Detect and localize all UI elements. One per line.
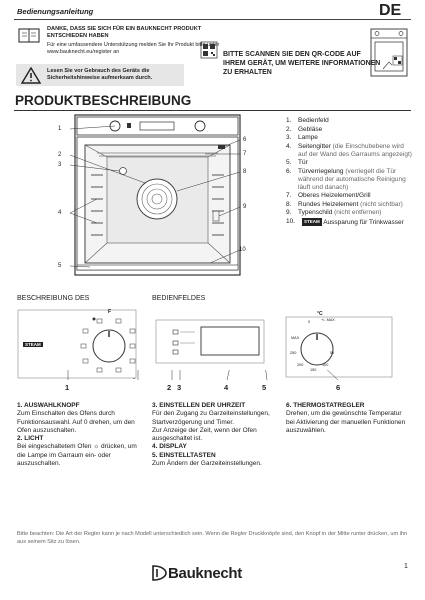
list-item: 3.Lampe bbox=[286, 134, 318, 141]
callout-6: 6 bbox=[243, 137, 247, 143]
control-column-left: 1. AUSWAHLKNOPF Zum Einschalten des Ofen… bbox=[17, 402, 137, 468]
t100-label: 100 bbox=[322, 363, 329, 367]
panel-number-6: 6 bbox=[336, 383, 341, 392]
manual-title: Bedienungsanleitung bbox=[17, 7, 94, 16]
section-title: PRODUKTBESCHREIBUNG bbox=[15, 93, 192, 108]
callout-1: 1 bbox=[58, 126, 62, 132]
list-item: 4.Seitengitter (die Einschubebene wird a… bbox=[286, 142, 412, 158]
callout-5: 5 bbox=[58, 263, 62, 269]
list-item: 5.Tür bbox=[286, 159, 308, 166]
selector-panel bbox=[17, 309, 137, 379]
callout-2: 2 bbox=[58, 152, 62, 158]
callout-8: 8 bbox=[243, 169, 247, 175]
zero-label: 0 bbox=[308, 320, 311, 324]
book-icon bbox=[18, 28, 40, 43]
control-column-middle: 3. EINSTELLEN DER UHRZEIT Für den Zugang… bbox=[152, 402, 270, 468]
list-item: 1.Bedienfeld bbox=[286, 117, 329, 124]
max-label: MAX bbox=[291, 336, 300, 340]
list-item: 6.Türverriegelung (verriegelt die Tür wä… bbox=[286, 167, 406, 191]
scan-qr-text: BITTE SCANNEN SIE DEN QR-CODE AUF IHREM … bbox=[223, 51, 381, 76]
callout-4: 4 bbox=[58, 210, 62, 216]
panel-heading-right: BEDIENFELDES bbox=[152, 295, 206, 302]
callout-10: 10 bbox=[239, 247, 246, 253]
steam-badge: STEAM bbox=[302, 217, 322, 226]
list-item: 9.Typenschild (nicht entfernen) bbox=[286, 209, 382, 216]
panel-number-3: 3 bbox=[177, 383, 182, 392]
brand-logo: Bauknecht bbox=[168, 565, 242, 582]
celsius-label: °C bbox=[317, 311, 323, 317]
panel-number-5: 5 bbox=[262, 383, 267, 392]
callout-9: 9 bbox=[243, 204, 247, 210]
thermostat-panel bbox=[285, 316, 393, 378]
f-label: F bbox=[108, 309, 112, 315]
t150-label: 150 bbox=[310, 368, 317, 372]
thanks-heading: DANKE, DASS SIE SICH FÜR EIN BAUKNECHT P… bbox=[47, 26, 202, 39]
list-item: 2.Gebläse bbox=[286, 125, 323, 133]
t50-label: 50 bbox=[330, 351, 335, 355]
list-item: 8.Rundes Heizelement (nicht sichtbar) bbox=[286, 200, 403, 208]
warning-triangle-icon bbox=[21, 67, 41, 84]
panel-number-2: 2 bbox=[167, 383, 172, 392]
qr-code-icon bbox=[200, 41, 218, 59]
lim-label: +/- MAX bbox=[321, 318, 335, 322]
oven-diagram bbox=[69, 114, 241, 276]
footer-note: Bitte beachten: Die Art der Regler kann … bbox=[17, 531, 408, 545]
safety-warning-text: Lesen Sie vor Gebrauch des Geräts die Si… bbox=[47, 68, 153, 81]
t250-label: 250 bbox=[290, 351, 297, 355]
register-text: Für eine umfassendere Unterstützung meld… bbox=[47, 42, 220, 55]
parts-list: 1.Bedienfeld 2.Gebläse 3.Lampe 4.Seiteng… bbox=[286, 117, 414, 227]
control-column-right: 6. THERMOSTATREGLER Drehen, um die gewün… bbox=[286, 402, 406, 434]
display-panel bbox=[155, 319, 265, 364]
panel-heading-left: BESCHREIBUNG DES bbox=[17, 295, 90, 302]
warning-box bbox=[16, 64, 184, 86]
list-item: 10.STEAM Aussparung für Trinkwasser bbox=[286, 217, 404, 226]
callout-3: 3 bbox=[58, 162, 62, 168]
language-code: DE bbox=[379, 2, 402, 19]
section-divider bbox=[14, 110, 411, 111]
oven-qr-icon bbox=[370, 28, 408, 77]
panel-number-1: 1 bbox=[65, 383, 70, 392]
bauknecht-logo-icon bbox=[152, 565, 167, 581]
header-divider bbox=[14, 19, 411, 20]
panel-steam-badge: STEAM bbox=[23, 342, 43, 347]
callout-7: 7 bbox=[243, 151, 247, 157]
panel-callout-lines bbox=[67, 370, 339, 381]
list-item: 7.Oberes Heizelement/Grill bbox=[286, 192, 371, 199]
panel-number-4: 4 bbox=[224, 383, 229, 392]
page-number: 1 bbox=[404, 563, 408, 570]
t200-label: 200 bbox=[297, 363, 304, 367]
